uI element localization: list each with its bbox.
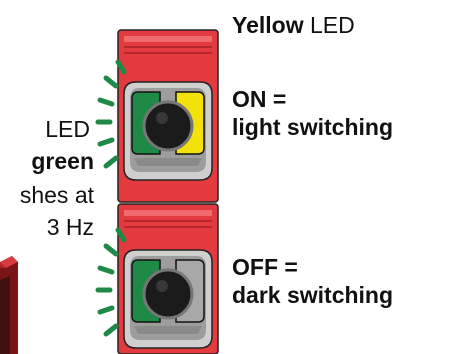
sensor-housing-bottom (117, 203, 219, 354)
led-word: LED (309, 12, 355, 38)
left-note-green: green (31, 148, 94, 174)
left-note-flashes: shes at (19, 182, 94, 208)
green-flash-rays-bottom (95, 227, 127, 337)
yellow-led-heading: Yellow LED (232, 12, 355, 38)
off-state-line2: dark switching (232, 282, 394, 308)
off-state-line1: OFF = (232, 254, 298, 280)
side-housing-fragment (0, 256, 18, 354)
potentiometer-knob-bottom (142, 268, 194, 320)
green-flash-rays-top (95, 59, 127, 169)
on-state-line2: light switching (232, 114, 393, 140)
yellow-word: Yellow (232, 12, 304, 38)
on-state-line1: ON = (232, 86, 287, 112)
left-note-frequency: 3 Hz (46, 214, 94, 240)
potentiometer-knob-top (142, 100, 194, 152)
sensor-housing-top (117, 29, 219, 203)
left-note-led: LED (45, 116, 90, 142)
